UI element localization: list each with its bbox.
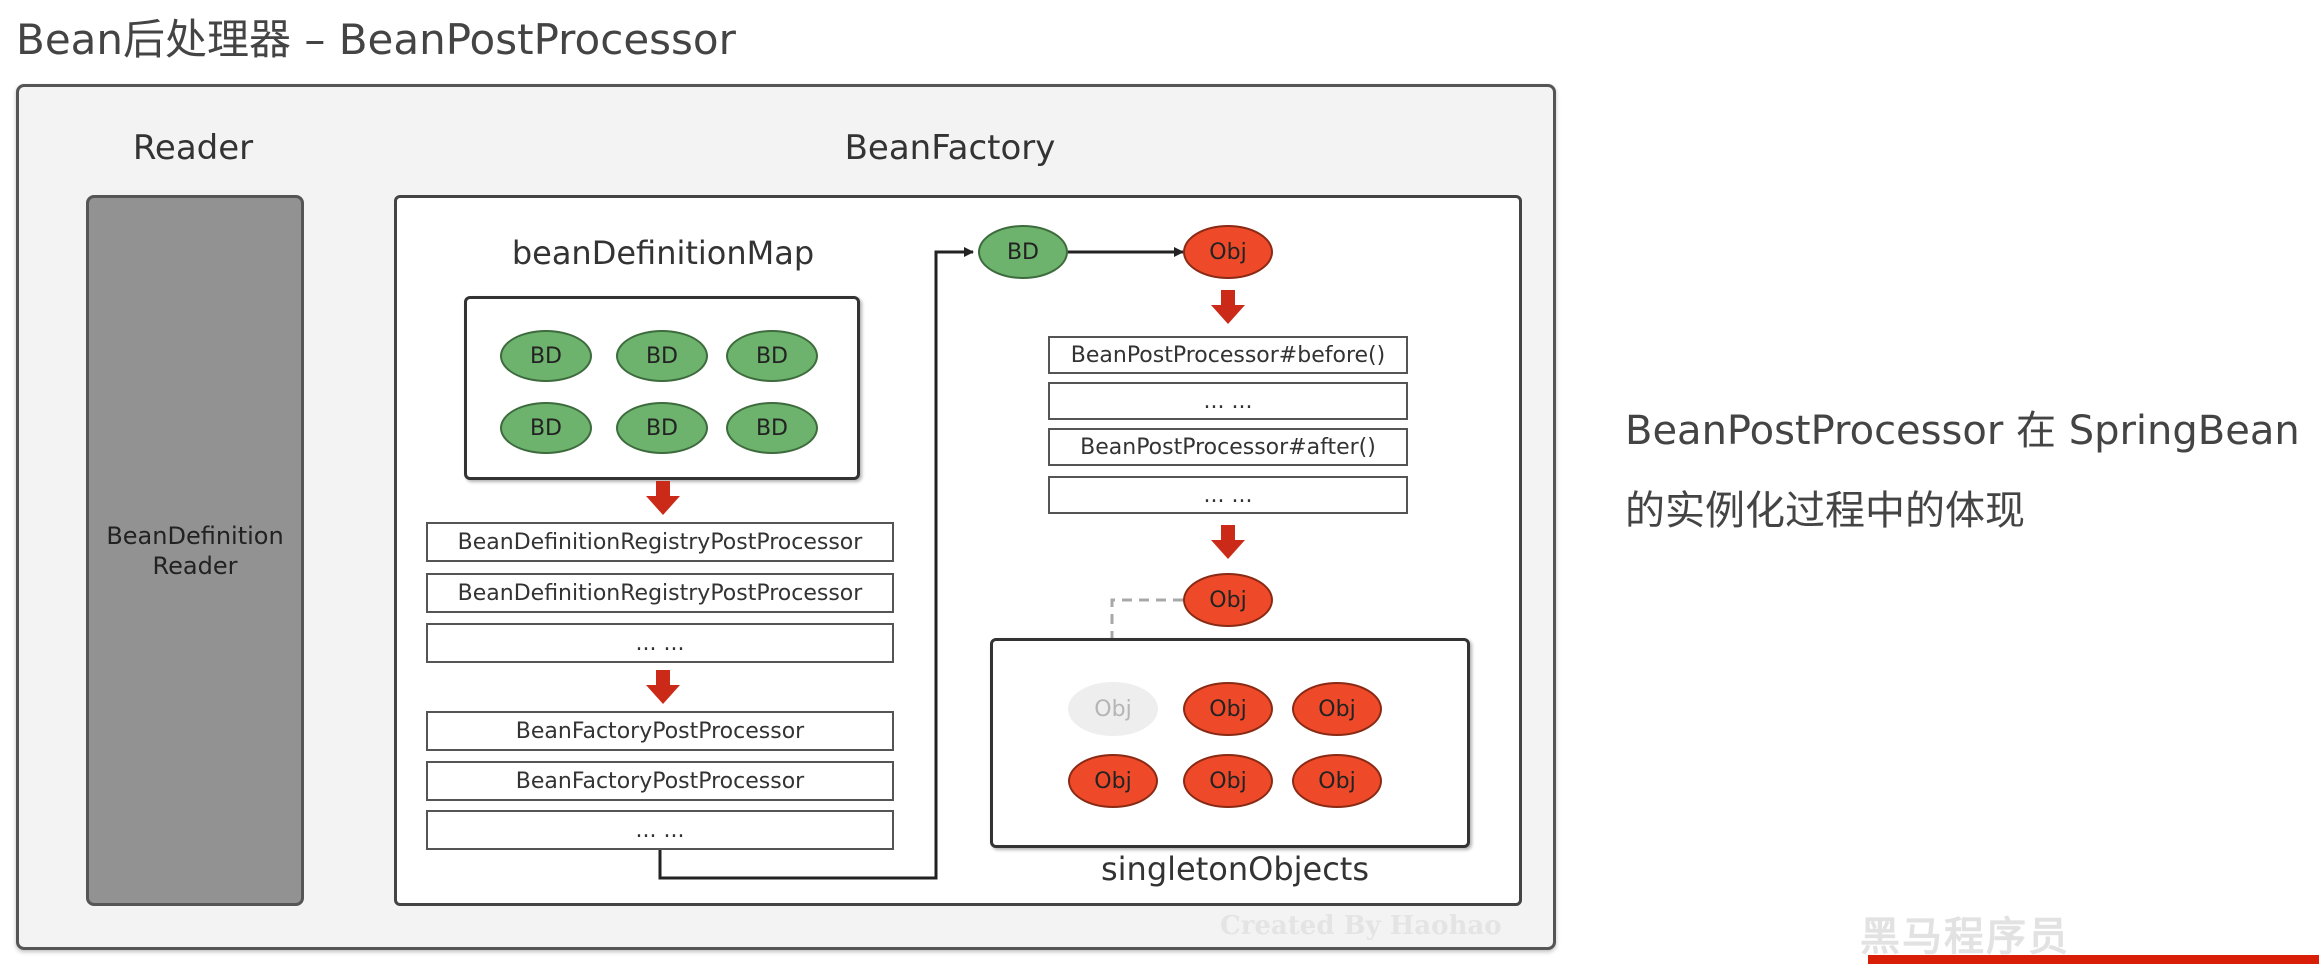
bd-node: BD: [726, 330, 818, 382]
bd-node: BD: [616, 402, 708, 454]
bean-post-processor-step: ... ...: [1048, 476, 1408, 514]
down-arrow-icon: [646, 670, 680, 704]
singleton-obj-node: Obj: [1292, 682, 1382, 736]
bean-definition-map-label: beanDefinitionMap: [511, 234, 815, 272]
down-arrow-icon: [1211, 290, 1245, 324]
down-arrow-icon: [646, 481, 680, 515]
bean-definition-reader-box: BeanDefinitionReader: [86, 195, 304, 906]
singleton-obj-node: Obj: [1183, 754, 1273, 808]
bd-node: BD: [726, 402, 818, 454]
factory-post-processor-step: ... ...: [426, 810, 894, 850]
registry-post-processor-step: ... ...: [426, 623, 894, 663]
bd-node: BD: [500, 402, 592, 454]
down-arrow-icon: [1211, 525, 1245, 559]
singleton-obj-node: Obj: [1183, 682, 1273, 736]
side-note-line-2: 的实例化过程中的体现: [1625, 488, 2025, 534]
side-note-line-1: BeanPostProcessor 在 SpringBean: [1625, 408, 2300, 454]
singleton-objects-box: [990, 638, 1470, 848]
page-title: Bean后处理器 – BeanPostProcessor: [16, 15, 736, 64]
watermark: Created By Haohao: [1220, 911, 1502, 941]
bean-post-processor-step: ... ...: [1048, 382, 1408, 420]
registry-post-processor-step: BeanDefinitionRegistryPostProcessor: [426, 573, 894, 613]
bean-definition-reader-label: BeanDefinitionReader: [106, 521, 284, 580]
singleton-objects-label: singletonObjects: [1100, 850, 1370, 888]
corner-logo: 黑马程序员: [1860, 914, 2070, 960]
flow-bd-node: BD: [978, 225, 1068, 279]
bd-node: BD: [500, 330, 592, 382]
factory-post-processor-step: BeanFactoryPostProcessor: [426, 711, 894, 751]
reader-heading: Reader: [132, 128, 254, 168]
bean-post-processor-step: BeanPostProcessor#before(): [1048, 336, 1408, 374]
bean-post-processor-step: BeanPostProcessor#after(): [1048, 428, 1408, 466]
factory-post-processor-step: BeanFactoryPostProcessor: [426, 761, 894, 801]
corner-bar: [1868, 955, 2319, 964]
bd-node: BD: [616, 330, 708, 382]
bean-factory-heading: BeanFactory: [844, 128, 1056, 168]
result-obj-node: Obj: [1183, 573, 1273, 627]
singleton-obj-node: Obj: [1292, 754, 1382, 808]
registry-post-processor-step: BeanDefinitionRegistryPostProcessor: [426, 522, 894, 562]
flow-obj-node: Obj: [1183, 225, 1273, 279]
singleton-obj-node: Obj: [1068, 754, 1158, 808]
singleton-obj-node-faded: Obj: [1068, 682, 1158, 736]
